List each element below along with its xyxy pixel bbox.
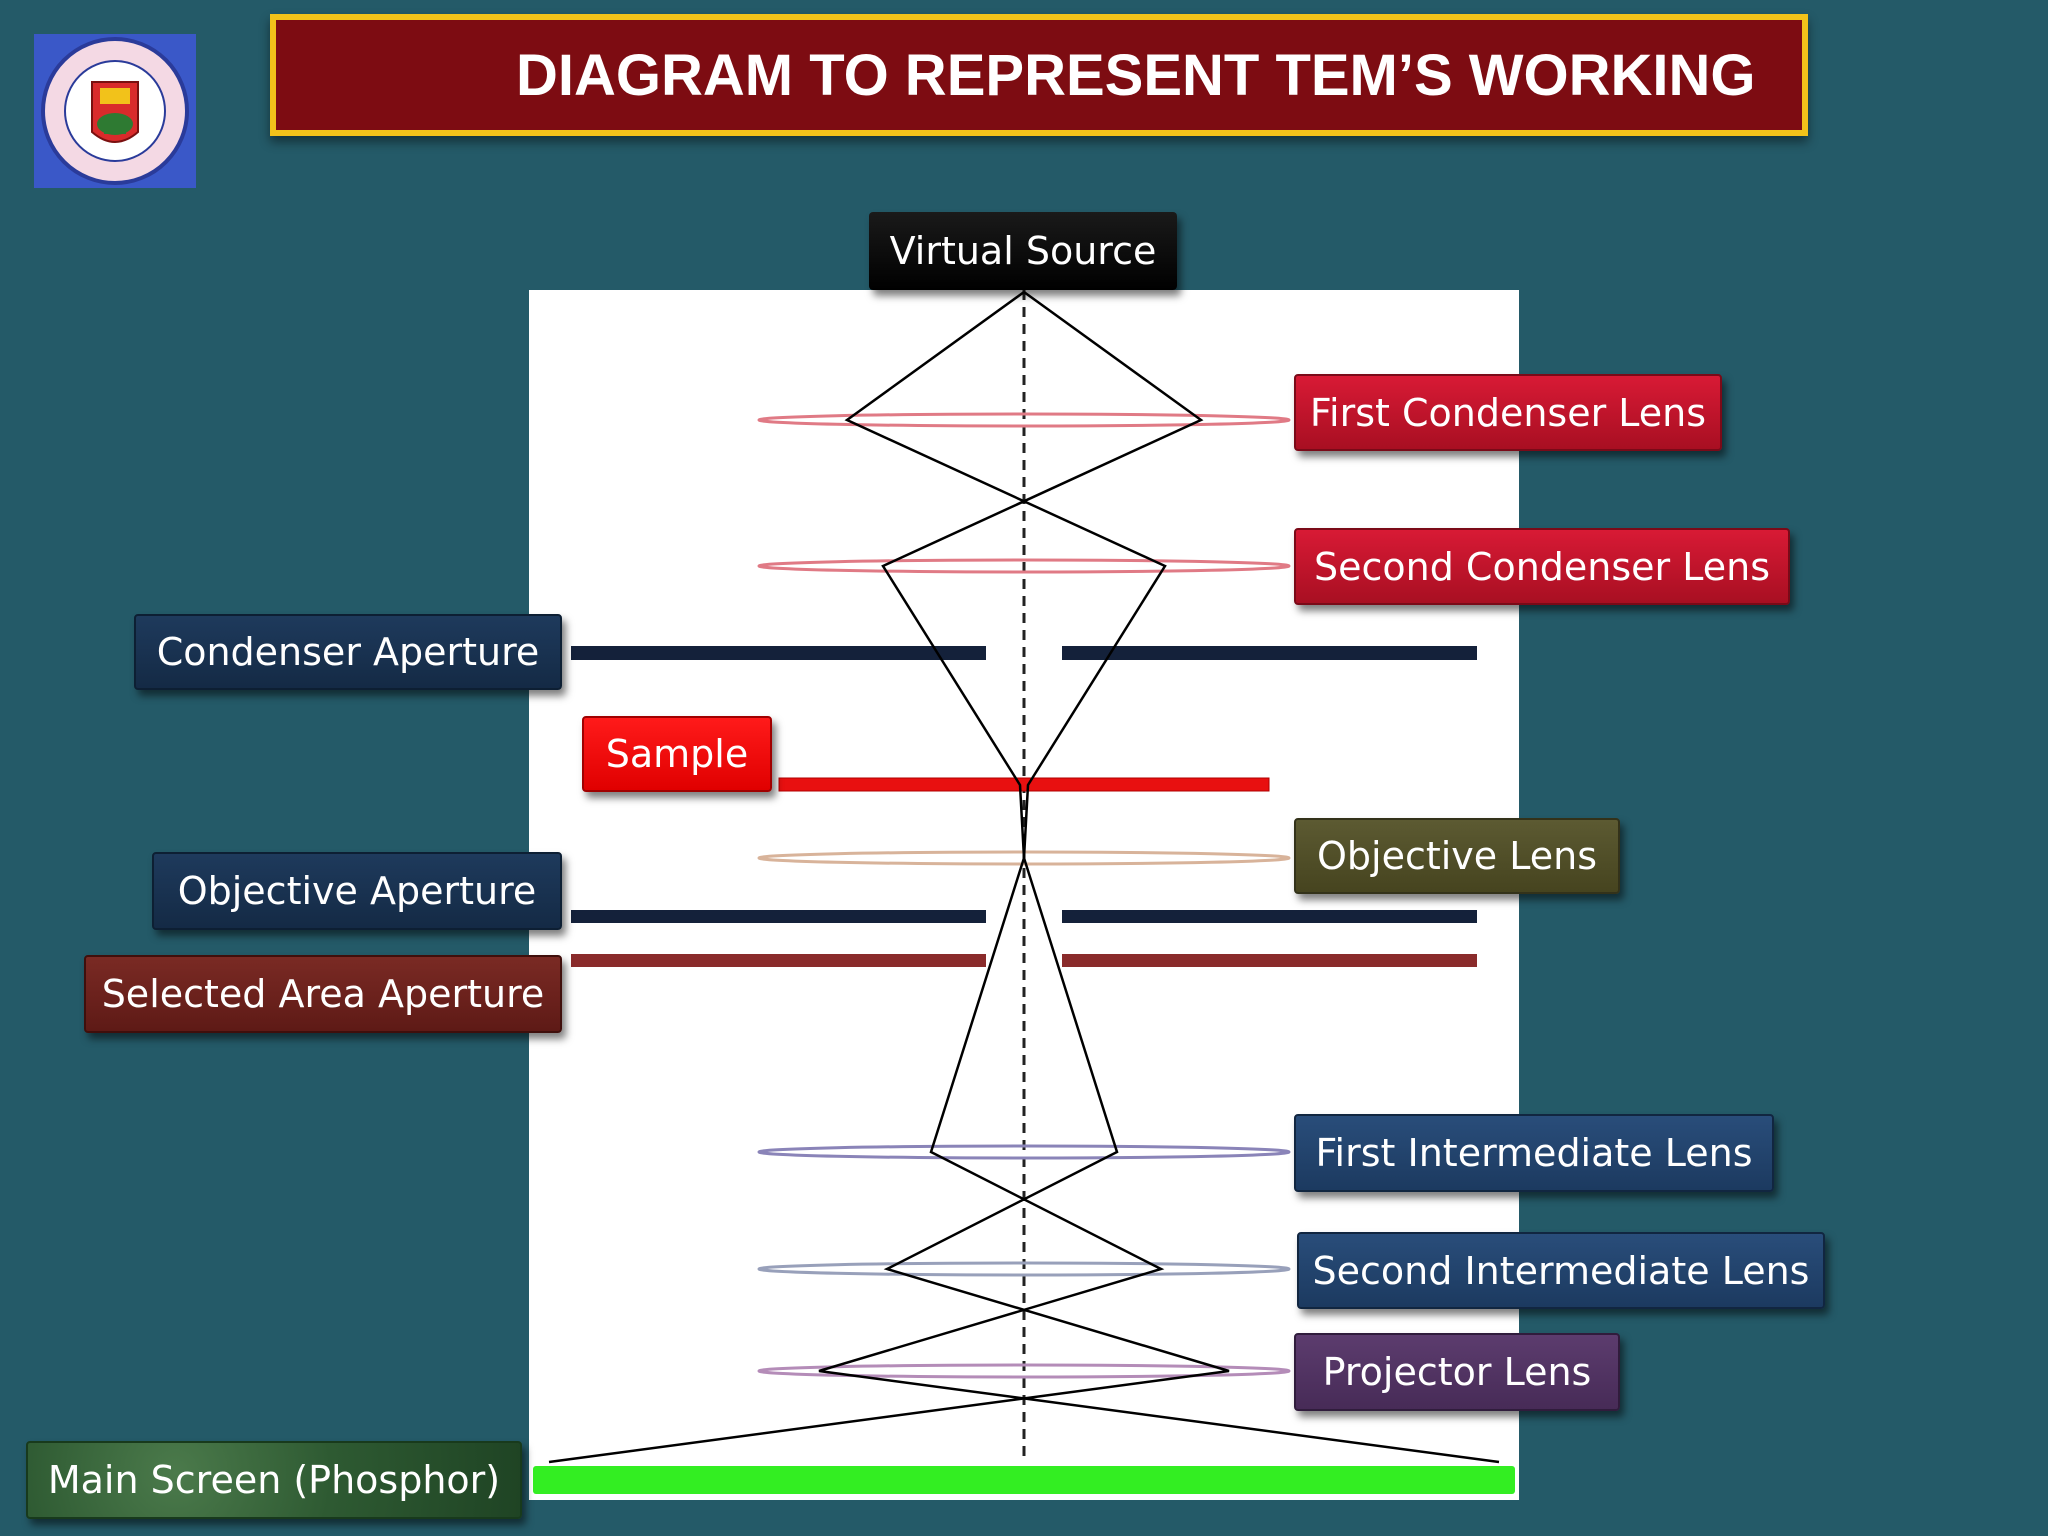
projector-lens [757,1363,1291,1379]
sample-label: Sample [582,716,772,792]
condenser-aperture-label: Condenser Aperture [134,614,562,690]
objective-aperture-right [1062,910,1477,923]
tem-diagram-panel [529,290,1519,1500]
university-seal-icon [41,37,189,185]
first-condenser-lens-label: First Condenser Lens [1294,374,1722,451]
page-title: DIAGRAM TO REPRESENT TEM’S WORKING [516,42,1756,108]
selected-area-aperture-label: Selected Area Aperture [84,955,562,1033]
second-condenser-lens-label: Second Condenser Lens [1294,528,1790,605]
sample-plate [778,777,1270,792]
first-condenser-lens [757,412,1291,428]
condenser-aperture-left [571,646,986,660]
tem-ray-diagram [533,290,1515,1494]
objective-aperture-label: Objective Aperture [152,852,562,930]
main-screen-label: Main Screen (Phosphor) [26,1441,522,1519]
objective-aperture-left [571,910,986,923]
selected-area-aperture-left [571,954,986,967]
condenser-aperture-right [1062,646,1477,660]
university-logo [34,34,196,188]
first-intermediate-lens-label: First Intermediate Lens [1294,1114,1774,1192]
objective-lens-label: Objective Lens [1294,818,1620,894]
projector-lens-label: Projector Lens [1294,1333,1620,1411]
ray-right [548,290,1230,1464]
main-screen-phosphor [533,1466,1515,1494]
virtual-source-label: Virtual Source [869,212,1177,290]
first-intermediate-lens [757,1144,1291,1160]
second-condenser-lens [757,558,1291,574]
second-intermediate-lens-label: Second Intermediate Lens [1297,1232,1825,1309]
selected-area-aperture-right [1062,954,1477,967]
second-intermediate-lens [757,1261,1291,1277]
title-banner: DIAGRAM TO REPRESENT TEM’S WORKING [270,14,1808,136]
